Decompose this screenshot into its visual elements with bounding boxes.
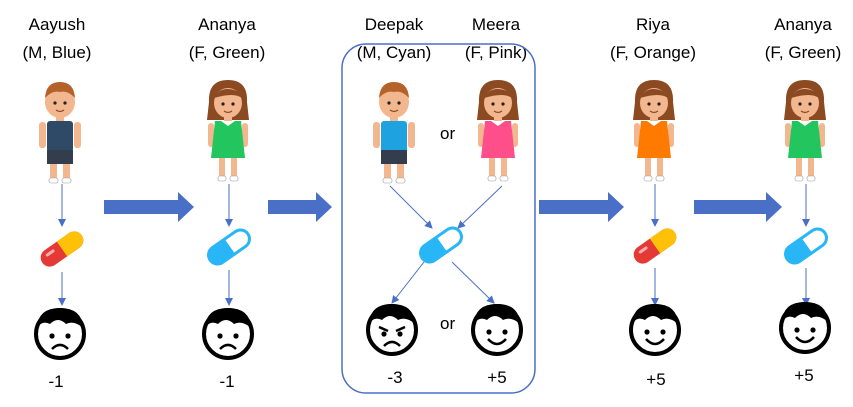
person-name: Meera [471,15,521,34]
person-label-deepak: Deepak (M, Cyan) [357,14,432,64]
flow-arrow-1 [104,192,194,222]
girl-figure-icon [477,80,519,182]
person-attrs: (F, Green) [764,43,842,62]
person-name: Ananya [774,15,832,34]
sad-face-icon [34,306,86,360]
flow-arrow-2 [268,192,332,222]
flow-arrow-3 [539,192,624,222]
or-connector-people: or [440,124,456,143]
person-label-aayush: Aayush (M, Blue) [23,14,92,64]
happy-face-icon [629,302,681,356]
score-meera: +5 [487,368,507,387]
person-label-riya: Riya (F, Orange) [610,14,696,64]
pill-blue-icon [415,222,467,268]
or-connector-outcomes: or [440,314,456,333]
girl-figure-icon [784,80,826,182]
score-ananya-2: +5 [794,366,814,385]
pill-blue-icon [203,224,255,270]
person-name: Riya [635,15,671,34]
person-name: Ananya [198,15,256,34]
person-name: Deepak [364,15,424,34]
happy-face-icon [471,302,523,356]
score-deepak: -3 [387,368,403,387]
person-attrs: (M, Blue) [22,43,92,62]
pill-red-yellow-icon [37,227,87,271]
person-attrs: (M, Cyan) [356,43,432,62]
score-aayush: -1 [48,372,64,391]
angry-face-icon [366,302,418,356]
connector-arrows [58,184,810,306]
boy-figure-icon [373,82,415,184]
person-label-ananya: Ananya (F, Green) [189,14,266,64]
girl-figure-icon [633,80,675,182]
either-or-group-box [341,43,536,394]
pill-blue-icon [780,223,832,269]
person-attrs: (F, Pink) [464,43,528,62]
score-ananya: -1 [219,372,235,391]
person-attrs: (F, Green) [188,43,266,62]
pill-red-yellow-icon [630,224,680,268]
happy-face-icon [779,300,831,354]
boy-figure-icon [39,82,81,184]
person-label-meera: Meera (F, Pink) [465,14,527,64]
girl-figure-icon [207,80,249,182]
flow-arrow-4 [694,192,782,222]
score-riya: +5 [646,370,666,389]
person-name: Aayush [28,15,86,34]
person-attrs: (F, Orange) [610,43,696,62]
person-label-ananya-2: Ananya (F, Green) [765,14,842,64]
sad-face-icon [202,306,254,360]
